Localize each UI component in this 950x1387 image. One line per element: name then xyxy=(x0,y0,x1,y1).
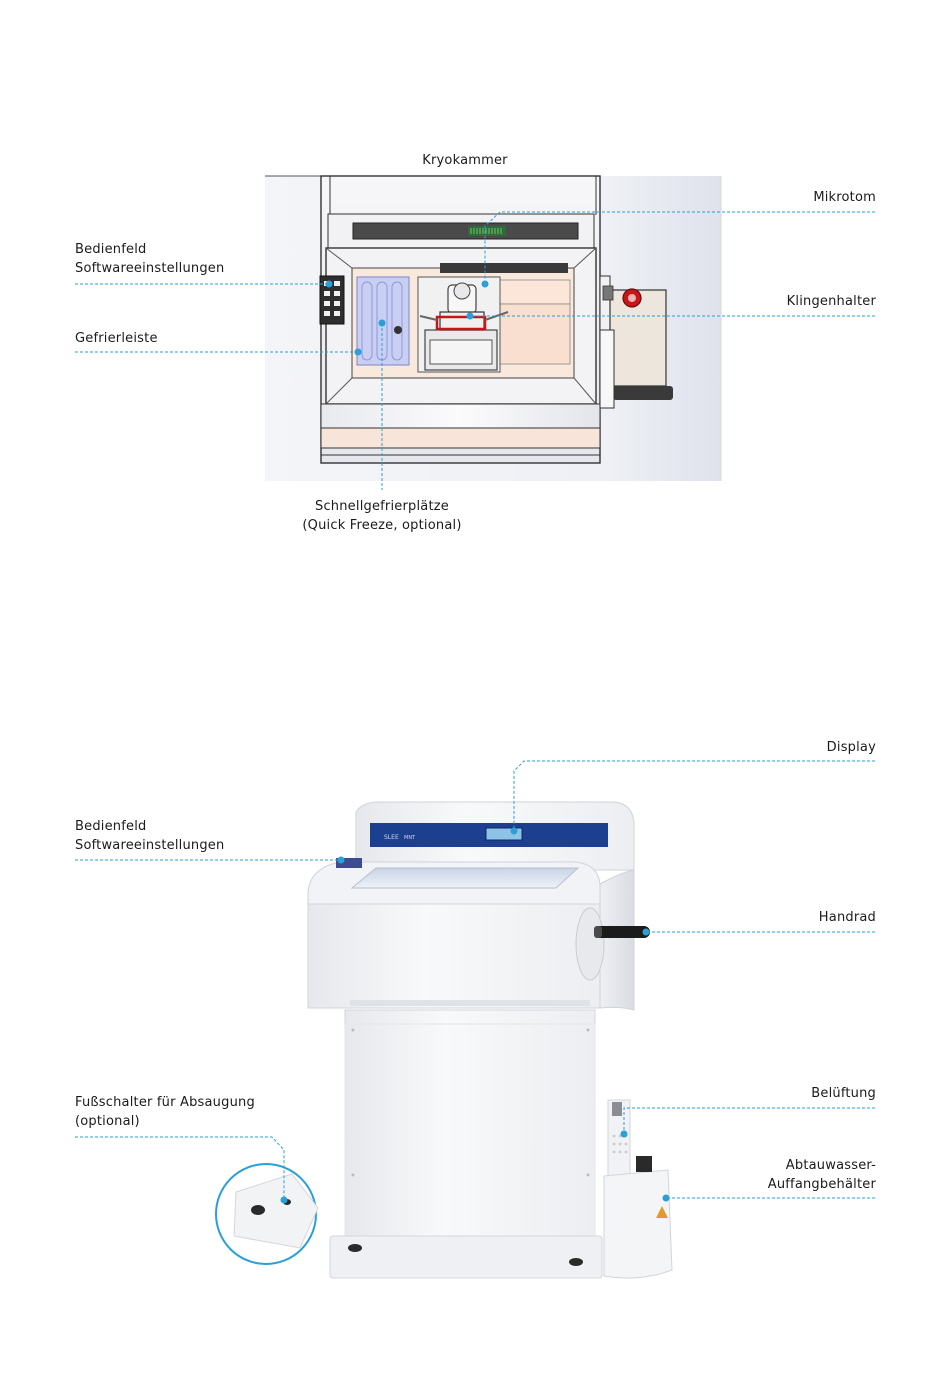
device-model: MNT xyxy=(404,835,416,841)
label-line: Auffangbehälter xyxy=(700,1175,876,1194)
label-line: Softwareeinstellungen xyxy=(75,836,224,855)
device-brand: SLEE xyxy=(384,834,399,841)
label-line: Bedienfeld xyxy=(75,817,224,836)
label-handrad: Handrad xyxy=(700,908,876,927)
label-line: Fußschalter für Absaugung xyxy=(75,1093,255,1112)
label-belueftung: Belüftung xyxy=(700,1084,876,1103)
label-line: Abtauwasser- xyxy=(700,1156,876,1175)
label-fussschalter: Fußschalter für Absaugung (optional) xyxy=(75,1093,255,1131)
label-abtauwasser: Abtauwasser- Auffangbehälter xyxy=(700,1156,876,1194)
label-bedienfeld-2: Bedienfeld Softwareeinstellungen xyxy=(75,817,224,855)
label-display: Display xyxy=(700,738,876,757)
label-line: (optional) xyxy=(75,1112,255,1131)
